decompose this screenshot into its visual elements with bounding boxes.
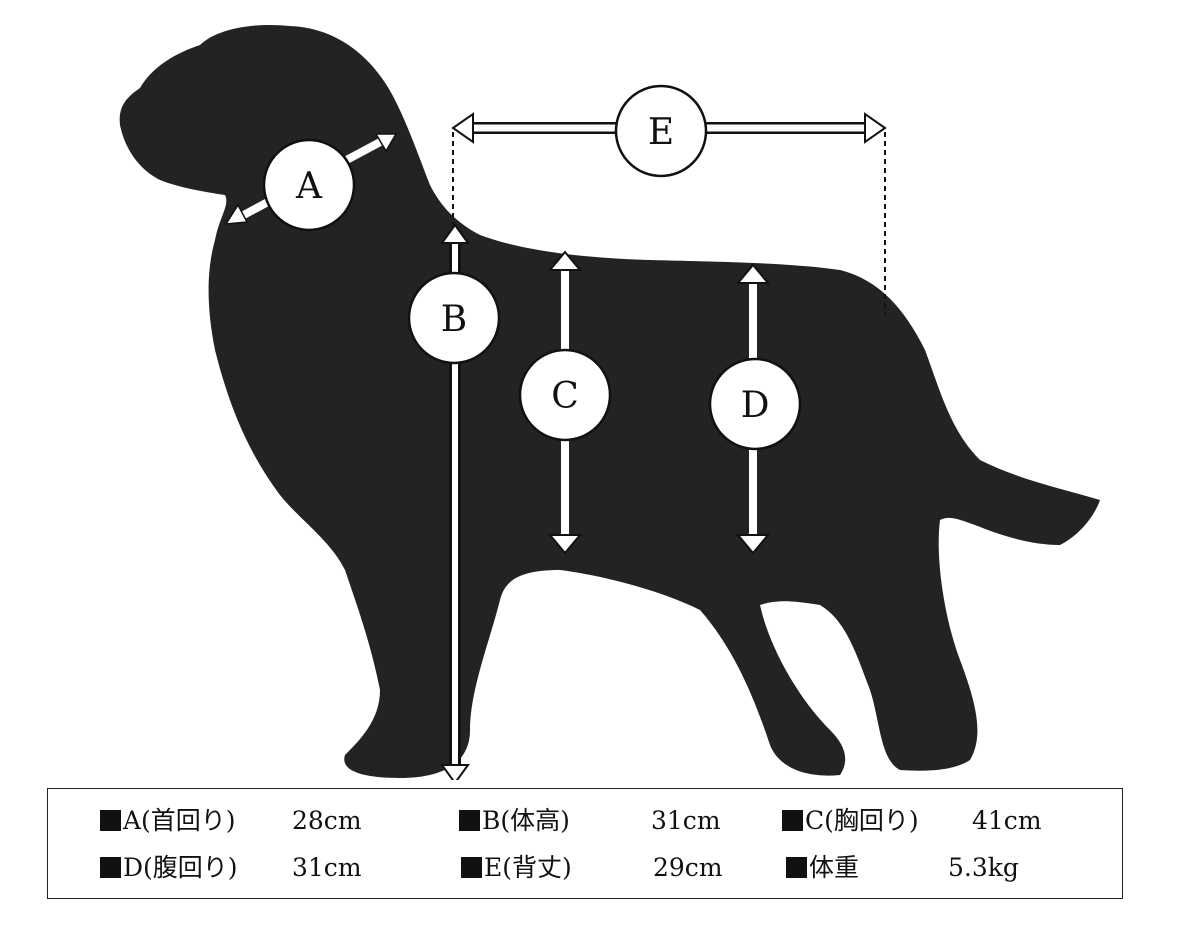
measurement-diagram: A B C D E [119, 24, 1100, 780]
legend-item-d: D(腹回り) 31cm [100, 852, 362, 884]
legend-value: 5.3kg [948, 853, 1019, 882]
legend-label: C(胸回り) [805, 806, 919, 835]
marker-C: C [518, 348, 612, 442]
marker-A-label: A [295, 166, 323, 207]
marker-E-label: E [648, 112, 674, 153]
marker-A: A [262, 138, 356, 232]
marker-D: D [708, 357, 802, 451]
legend-label: B(体高) [482, 806, 570, 835]
legend-value: 29cm [653, 853, 723, 882]
square-bullet-icon [461, 857, 482, 878]
square-bullet-icon [782, 810, 803, 831]
legend-item-e: E(背丈) 29cm [461, 852, 723, 884]
legend-value: 41cm [972, 806, 1042, 835]
marker-B-label: B [441, 299, 467, 340]
legend-item-a: A(首回り) 28cm [100, 805, 362, 837]
measurement-legend: A(首回り) 28cm B(体高) 31cm C(胸回り) 41cm D(腹回り… [47, 788, 1123, 899]
marker-B: B [407, 271, 501, 365]
legend-label: A(首回り) [123, 806, 236, 835]
legend-item-c: C(胸回り) 41cm [782, 805, 1042, 837]
legend-item-b: B(体高) 31cm [459, 805, 721, 837]
square-bullet-icon [100, 810, 121, 831]
marker-C-label: C [551, 376, 579, 417]
square-bullet-icon [786, 857, 807, 878]
legend-value: 31cm [651, 806, 721, 835]
legend-value: 28cm [292, 806, 362, 835]
square-bullet-icon [459, 810, 480, 831]
marker-D-label: D [741, 385, 770, 426]
legend-item-weight: 体重 5.3kg [786, 852, 1019, 884]
legend-label: 体重 [809, 853, 860, 882]
legend-label: D(腹回り) [123, 853, 238, 882]
legend-value: 31cm [292, 853, 362, 882]
square-bullet-icon [100, 857, 121, 878]
legend-label: E(背丈) [484, 853, 572, 882]
marker-E: E [614, 84, 708, 178]
